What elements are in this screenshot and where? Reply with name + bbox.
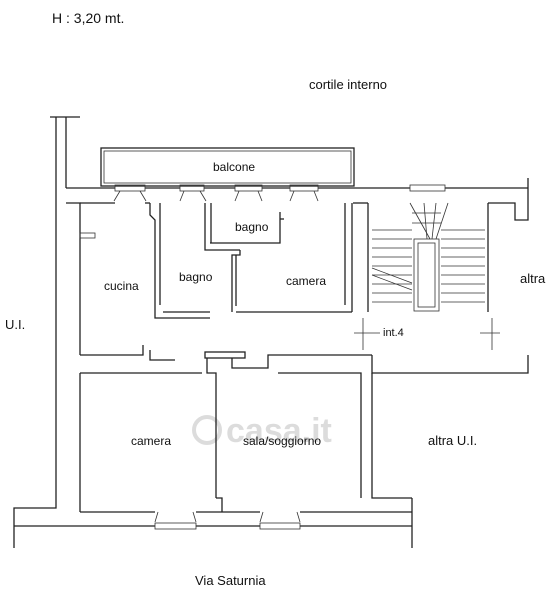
stair-tread xyxy=(435,202,449,240)
watermark-logo-icon xyxy=(192,415,222,445)
landing-label: int.4 xyxy=(383,327,404,339)
stair-tread xyxy=(423,202,428,240)
neighbor-right-lower-label: altra U.I. xyxy=(428,433,477,448)
stair-tread xyxy=(409,202,431,240)
left-building-wall xyxy=(13,116,80,548)
corridor-walls xyxy=(80,345,529,498)
courtyard-wall xyxy=(66,178,529,355)
watermark-text: casa.it xyxy=(226,412,332,450)
living-room-label: sala/soggiorno xyxy=(243,434,321,448)
neighbor-left-label: U.I. xyxy=(5,317,25,332)
stair-tread xyxy=(431,202,437,240)
height-note: H : 3,20 mt. xyxy=(52,10,124,26)
south-rooms xyxy=(14,373,413,548)
bedroom-1-label: camera xyxy=(286,274,326,288)
watermark: casa.it xyxy=(192,412,332,450)
staircase xyxy=(354,202,500,350)
kitchen-label: cucina xyxy=(104,279,139,293)
courtyard-label: cortile interno xyxy=(309,77,387,92)
bedroom-2-label: camera xyxy=(131,434,171,448)
balcony-label: balcone xyxy=(213,160,255,174)
north-rooms-partitions xyxy=(79,203,353,319)
neighbor-right-upper-label: altra xyxy=(520,271,546,286)
street-label: Via Saturnia xyxy=(195,573,266,588)
bath-2-label: bagno xyxy=(235,220,269,234)
bath-1-label: bagno xyxy=(179,270,213,284)
stair-treads xyxy=(372,202,485,303)
balcony xyxy=(100,147,355,187)
